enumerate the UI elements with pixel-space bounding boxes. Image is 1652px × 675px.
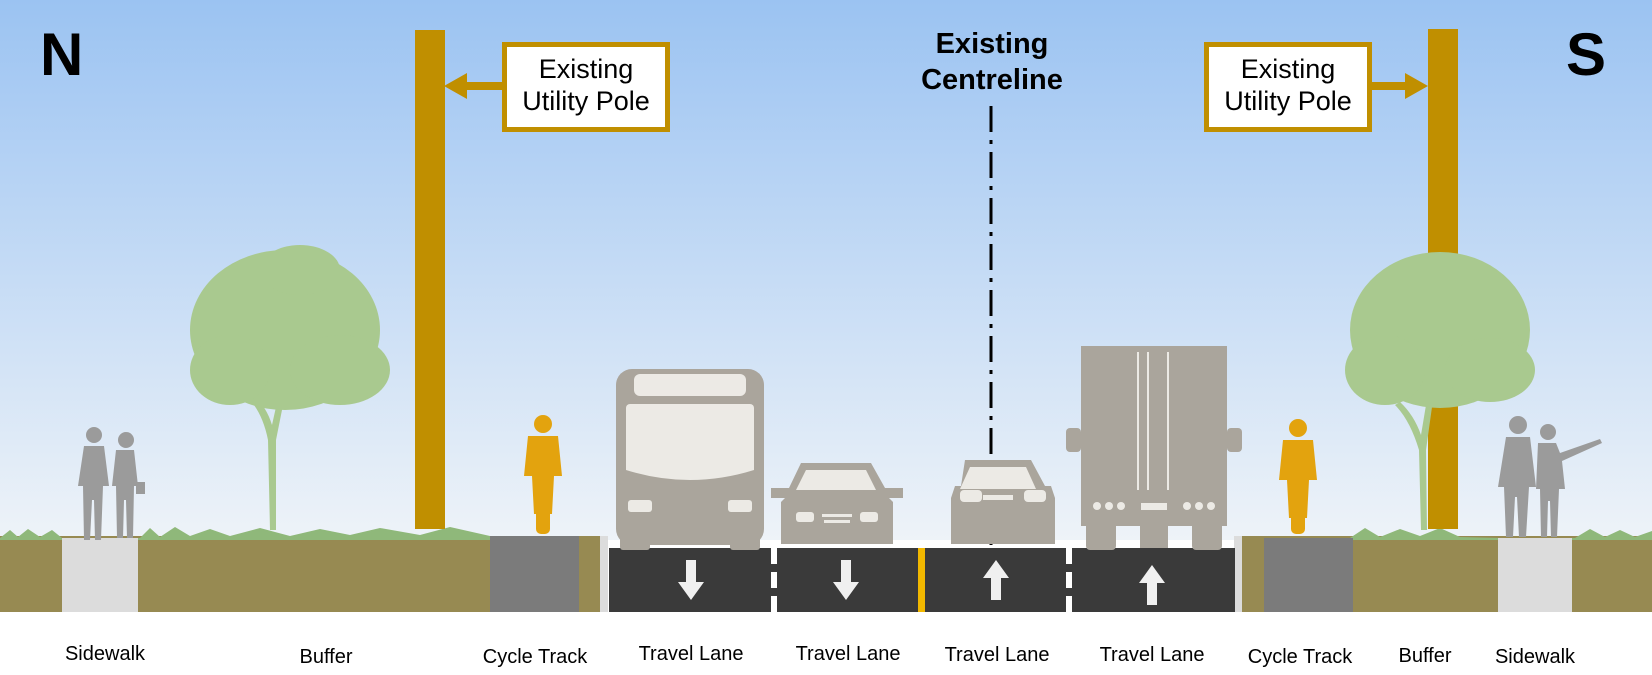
grass-left	[0, 527, 490, 540]
tree-icon	[190, 245, 390, 530]
sidewalk-left	[62, 538, 138, 612]
grass-right	[1350, 528, 1652, 540]
callout-line-1: Existing	[1240, 54, 1336, 84]
lane-line-dashed-1	[771, 548, 777, 564]
lane-line-dashed-1b	[771, 572, 777, 588]
curb-left	[600, 536, 608, 612]
sidewalk-right	[1498, 538, 1572, 612]
lane-arrow-icon	[678, 560, 704, 600]
lane-arrow-icon	[983, 560, 1009, 600]
car-icon	[771, 463, 903, 544]
segment-label-travel-lane-1: Travel Lane	[638, 643, 744, 665]
lane-arrow-icon	[833, 560, 859, 600]
cyclist-icon	[1279, 419, 1317, 534]
callout-line-2: Utility Pole	[522, 86, 650, 116]
north-label: N	[40, 21, 84, 88]
pedestrian-icon	[78, 427, 145, 540]
callout-existing-utility-pole-right: Existing Utility Pole	[1204, 42, 1372, 132]
segment-label-travel-lane-2: Travel Lane	[795, 643, 901, 665]
callout-line-2: Utility Pole	[1224, 86, 1352, 116]
arrow-right-icon	[1370, 73, 1428, 99]
segment-label-travel-lane-4: Travel Lane	[1099, 644, 1205, 666]
arrow-left-icon	[444, 73, 504, 99]
utility-pole-icon	[415, 30, 445, 529]
segment-label-cycle-track-right: Cycle Track	[1247, 646, 1353, 668]
lane-line-dashed-1c	[771, 596, 777, 612]
callout-line-2: Centreline	[921, 64, 1063, 96]
lane-line-dashed-2	[1066, 548, 1072, 564]
segment-label-buffer-left: Buffer	[299, 646, 353, 668]
segment-label-sidewalk-right: Sidewalk	[1494, 646, 1576, 668]
segment-label-sidewalk-left: Sidewalk	[64, 643, 146, 665]
segment-label-cycle-track-left: Cycle Track	[482, 646, 588, 668]
callout-existing-centreline: Existing Centreline	[862, 26, 1122, 98]
south-label: S	[1566, 21, 1607, 88]
car-icon	[951, 460, 1055, 544]
curb-right	[1234, 536, 1242, 612]
lane-line-dashed-2c	[1066, 596, 1072, 612]
cycle-buffer-right	[1243, 538, 1264, 612]
tree-icon	[1345, 252, 1535, 530]
cycle-track-right	[1264, 538, 1353, 612]
callout-existing-utility-pole-left: Existing Utility Pole	[502, 42, 670, 132]
callout-line-1: Existing	[935, 28, 1049, 60]
cycle-track-left	[490, 536, 579, 612]
pedestrian-icon	[1498, 416, 1602, 537]
segment-label-buffer-right: Buffer	[1398, 645, 1452, 667]
cyclist-icon	[524, 415, 562, 534]
callout-line-1: Existing	[538, 54, 634, 84]
truck-icon	[1066, 346, 1242, 550]
centre-yellow-line	[918, 548, 925, 612]
lane-arrow-icon	[1139, 565, 1165, 605]
bus-icon	[616, 369, 764, 550]
lane-line-dashed-2b	[1066, 572, 1072, 588]
segment-label-travel-lane-3: Travel Lane	[944, 644, 1050, 666]
